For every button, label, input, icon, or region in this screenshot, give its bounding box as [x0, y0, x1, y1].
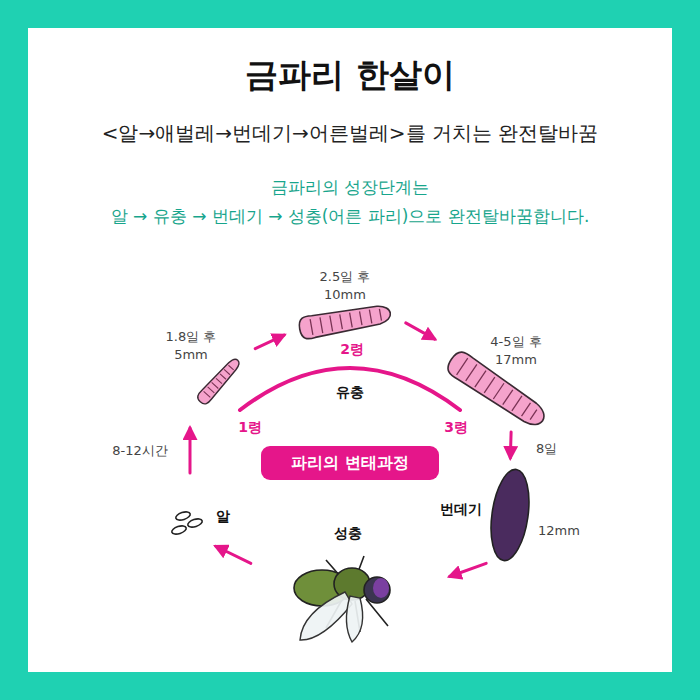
time-label: 4-5일 후 [482, 333, 550, 351]
stage-node: 4-5일 후17mm [440, 333, 552, 428]
larva-second-instar [298, 302, 393, 340]
cycle-arrow [450, 563, 487, 576]
box-title: 파리의 변태과정 [291, 453, 409, 473]
dimension-label: 17mm [482, 351, 550, 369]
center-label-box: 파리의 변태과정 [261, 446, 439, 480]
time-label: 1.8일 후 [160, 328, 222, 346]
cycle-arrow [189, 428, 192, 473]
stage-node: 2.5일 후10mm [295, 262, 397, 340]
edge-label: 8-12시간 [110, 442, 170, 460]
dimension-label: 10mm [295, 286, 395, 304]
dimension-label: 12mm [538, 522, 580, 540]
stage-label: 유충 [336, 383, 364, 401]
stage-node: 성충 [285, 522, 412, 642]
cycle-arrow [216, 546, 251, 563]
cycle-arrow [509, 432, 513, 458]
edge-label: 8일 [534, 440, 559, 458]
pupa-picture [486, 467, 534, 563]
stage-node: 번데기 12mm [436, 468, 588, 562]
larva-first-instar [195, 356, 242, 406]
stage-label: 알 [216, 507, 230, 525]
stage-label: 성충 [285, 524, 410, 542]
summary-line: 알 → 유충 → 번데기 → 성충(어른 파리)으로 완전탈바꿈합니다. [111, 205, 590, 228]
instar-label: 2령 [340, 341, 364, 359]
subtitle: <알→애벌레→번데기→어른벌레>를 거치는 완전탈바꿈 [102, 120, 599, 147]
instar-label: 1령 [238, 419, 262, 437]
stage-node: 1.8일 후5mm [160, 322, 248, 410]
cycle-arrow [255, 335, 284, 349]
summary-line: 금파리의 성장단계는 [271, 176, 429, 199]
egg-picture [171, 510, 203, 535]
dimension-label: 5mm [160, 346, 222, 364]
stage-node: 알 [158, 503, 238, 541]
instar-arc [240, 368, 460, 410]
fly-picture [294, 556, 390, 642]
instar-label: 3령 [444, 419, 468, 437]
cycle-arrow [406, 323, 435, 339]
time-label: 2.5일 후 [295, 268, 395, 286]
stage-label: 번데기 [436, 500, 486, 518]
diagram-title: 금파리 한살이 [245, 53, 455, 98]
